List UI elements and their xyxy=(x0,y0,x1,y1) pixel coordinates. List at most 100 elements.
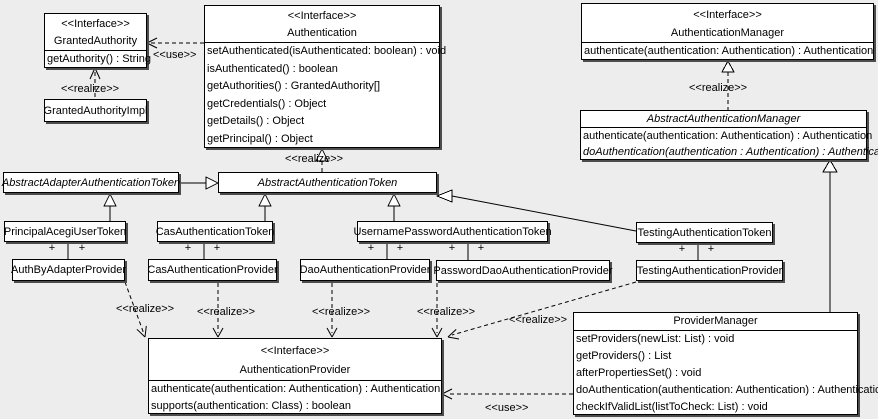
stereotype: <<Interface>> xyxy=(260,345,330,357)
method-compartment: authenticate(authentication: Authenticat… xyxy=(581,127,878,160)
assoc-plus-marker: + xyxy=(184,242,192,254)
class-cas-authentication-token[interactable]: CasAuthenticationToken xyxy=(155,221,275,242)
stereotype: <<Interface>> xyxy=(287,10,357,22)
edge-gen-casauthenticationtoken xyxy=(258,192,272,221)
method: doAuthentication(authentication : Authen… xyxy=(583,146,878,158)
class-name: AbstractAuthenticationToken xyxy=(257,176,398,189)
class-dao-authentication-provider[interactable]: DaoAuthenticationProvider xyxy=(300,259,430,281)
class-name: AbstractAdapterAuthenticationToken xyxy=(1,176,181,189)
assoc-plus-marker: + xyxy=(707,243,715,255)
stereotype: <<Interface>> xyxy=(693,9,762,21)
class-name: PasswordDaoAuthenticationProvider xyxy=(433,264,613,277)
class-principal-acegi-user-token[interactable]: PrincipalAcegiUserToken xyxy=(4,221,126,242)
class-header: <<Interface>> GrantedAuthority xyxy=(45,14,146,50)
assoc-plus-marker: + xyxy=(367,242,375,254)
method: getProviders() : List xyxy=(576,350,672,362)
assoc-plus-marker: + xyxy=(678,243,686,255)
method: getAuthorities() : GrantedAuthority[] xyxy=(207,80,381,92)
assoc-plus-marker: + xyxy=(477,242,485,254)
class-testing-authentication-provider[interactable]: TestingAuthenticationProvider xyxy=(636,260,783,281)
method: getDetails() : Object xyxy=(207,115,305,127)
class-header: ProviderManager xyxy=(574,313,857,330)
method-compartment: setAuthenticated(isAuthenticated: boolea… xyxy=(205,42,447,148)
class-header: <<Interface>> AuthenticationManager xyxy=(582,4,873,42)
class-name: CasAuthenticationToken xyxy=(155,225,275,238)
class-name: AbstractAuthenticationManager xyxy=(646,113,801,125)
class-name: TestingAuthenticationProvider xyxy=(636,264,783,277)
edge-gen-providermanager xyxy=(822,159,838,312)
assoc-plus-marker: + xyxy=(78,242,86,254)
class-name: UsernamePasswordAuthenticationToken xyxy=(353,225,552,238)
class-name: AuthenticationProvider xyxy=(239,364,351,376)
edge-gen-testingauthenticationtoken xyxy=(435,189,637,232)
class-username-password-authentication-token[interactable]: UsernamePasswordAuthenticationToken xyxy=(353,221,552,242)
method-compartment: authenticate(authentication: Authenticat… xyxy=(582,42,873,60)
method: authenticate(authentication: Authenticat… xyxy=(151,383,441,395)
class-name: TestingAuthenticationToken xyxy=(637,226,772,239)
class-cas-authentication-provider[interactable]: CasAuthenticationProvider xyxy=(147,259,278,281)
method: authenticate(authentication: Authenticat… xyxy=(584,45,874,57)
edge-label-realize: <<realize>> xyxy=(312,306,371,318)
edge-realize-daoauthenticationprovider xyxy=(326,283,338,338)
class-name: GrantedAuthorityImpl xyxy=(43,104,148,117)
edge-realize-abstractauthenticationmanager xyxy=(721,59,735,110)
edge-label-realize: <<realize>> xyxy=(417,306,476,318)
class-name: GrantedAuthority xyxy=(53,35,138,47)
method: afterPropertiesSet() : void xyxy=(576,367,702,379)
class-authentication[interactable]: <<Interface>> Authentication setAuthenti… xyxy=(204,5,447,148)
class-auth-by-adapter-provider[interactable]: AuthByAdapterProvider xyxy=(11,259,126,281)
edge-label-realize: <<realize>> xyxy=(285,153,344,165)
class-header: <<Interface>> Authentication xyxy=(205,6,439,42)
edge-realize-authbyadapterprovider xyxy=(124,281,147,338)
edge-realize-grantedauthorityimpl xyxy=(89,67,101,97)
edge-realize-abstractauthenticationtoken xyxy=(315,147,329,172)
assoc-plus-marker: + xyxy=(48,242,56,254)
edge-gen-principalacegiusertoken xyxy=(103,192,117,221)
class-name: AuthenticationManager xyxy=(670,27,785,39)
class-provider-manager[interactable]: ProviderManager setProviders(newList: Li… xyxy=(573,312,878,416)
edge-label-realize: <<realize>> xyxy=(116,303,175,315)
method: setProviders(newList: List) : void xyxy=(576,333,735,345)
class-abstract-authentication-manager[interactable]: AbstractAuthenticationManager authentica… xyxy=(580,110,878,160)
method: doAuthentication(authentication: Authent… xyxy=(576,384,878,396)
method: checkIfValidList(listToCheck: List) : vo… xyxy=(576,401,768,413)
edge-label-use: <<use>> xyxy=(485,402,529,414)
edge-use-authentication-grantedauthority xyxy=(146,37,204,49)
method-compartment: authenticate(authentication: Authenticat… xyxy=(149,380,441,415)
method: supports(authentication: Class) : boolea… xyxy=(151,400,351,412)
edge-label-realize: <<realize>> xyxy=(509,314,568,326)
class-authentication-provider[interactable]: <<Interface>> AuthenticationProvider aut… xyxy=(148,338,442,414)
edge-realize-casauthenticationprovider xyxy=(212,283,224,338)
class-granted-authority-impl[interactable]: GrantedAuthorityImpl xyxy=(44,99,147,122)
method: getCredentials() : Object xyxy=(207,97,327,110)
method: getPrincipal() : Object xyxy=(207,132,313,145)
edge-label-realize: <<realize>> xyxy=(197,306,256,318)
method-compartment: getAuthority() : String xyxy=(45,50,151,68)
class-abstract-authentication-token[interactable]: AbstractAuthenticationToken xyxy=(218,172,437,193)
class-name: ProviderManager xyxy=(673,315,758,327)
method: setAuthenticated(isAuthenticated: boolea… xyxy=(207,45,447,57)
method-compartment: setProviders(newList: List) : void getPr… xyxy=(574,330,878,416)
class-granted-authority[interactable]: <<Interface>> GrantedAuthority getAuthor… xyxy=(44,13,151,68)
class-header: AbstractAuthenticationManager xyxy=(581,111,866,127)
method: getAuthority() : String xyxy=(47,53,151,65)
method: authenticate(authentication: Authenticat… xyxy=(583,130,873,142)
class-name: AuthByAdapterProvider xyxy=(11,264,126,276)
edge-label-realize: <<realize>> xyxy=(61,83,120,95)
class-abstract-adapter-authentication-token[interactable]: AbstractAdapterAuthenticationToken xyxy=(1,172,181,193)
edge-label-realize: <<realize>> xyxy=(689,82,748,94)
class-header: <<Interface>> AuthenticationProvider xyxy=(149,339,441,380)
edge-use-providermanager xyxy=(441,388,573,400)
class-authentication-manager[interactable]: <<Interface>> AuthenticationManager auth… xyxy=(581,3,874,60)
edge-gen-abstractadapter xyxy=(179,176,220,190)
class-name: Authentication xyxy=(287,27,357,39)
edge-assoc-token-provider xyxy=(67,242,699,260)
class-password-dao-authentication-provider[interactable]: PasswordDaoAuthenticationProvider xyxy=(433,260,613,281)
class-name: CasAuthenticationProvider xyxy=(147,264,278,276)
assoc-plus-marker: + xyxy=(448,242,456,254)
class-testing-authentication-token[interactable]: TestingAuthenticationToken xyxy=(636,222,773,243)
class-name: PrincipalAcegiUserToken xyxy=(3,225,127,238)
assoc-plus-marker: + xyxy=(396,242,404,254)
assoc-plus-marker: + xyxy=(213,242,221,254)
